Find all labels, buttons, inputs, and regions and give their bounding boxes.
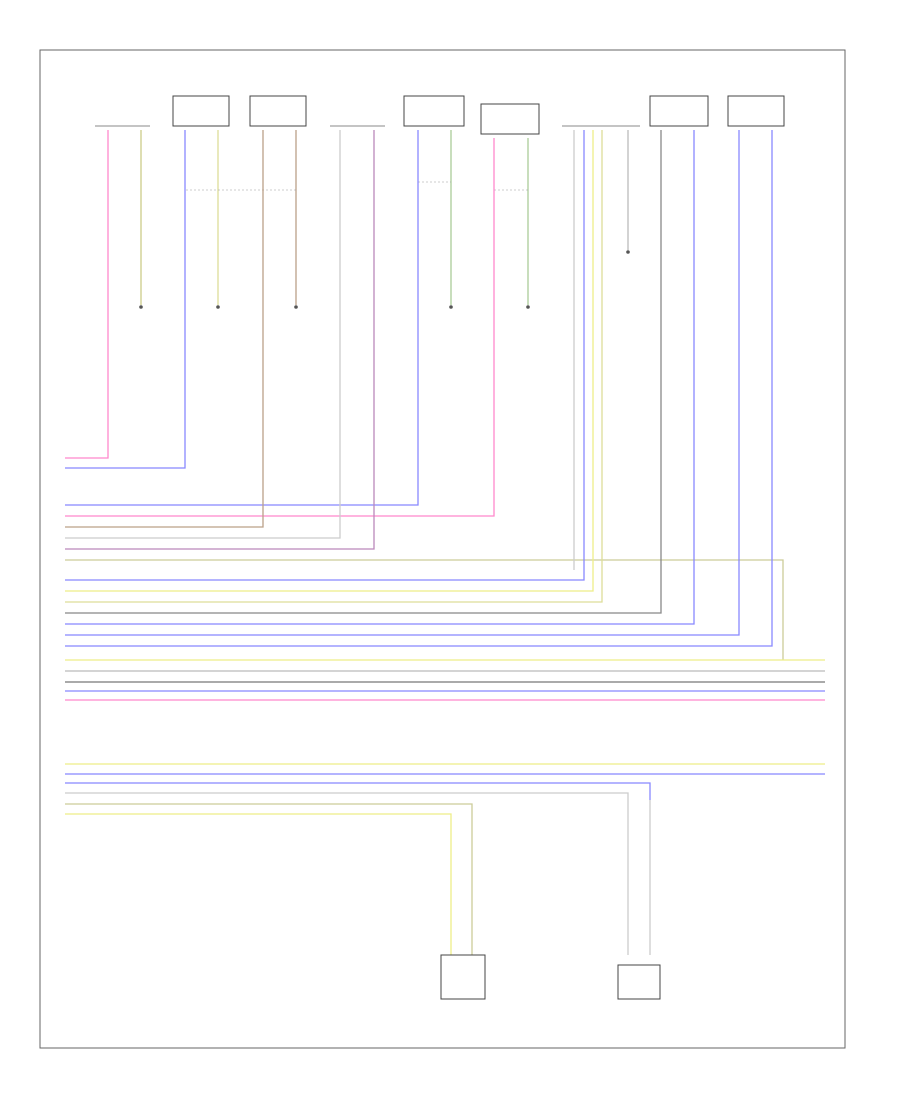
wire-dark-1	[65, 130, 662, 614]
component-box-5	[403, 95, 465, 127]
ground-point-6	[626, 250, 630, 254]
wire-khaki-1	[65, 559, 784, 660]
wire-khaki-2	[65, 130, 603, 603]
component-box-2	[172, 95, 230, 127]
lower-wire-khaki	[65, 803, 473, 955]
component-box-10	[440, 954, 486, 1000]
diagram-frame	[39, 49, 846, 1049]
ground-point-2	[216, 305, 220, 309]
wire-violet-6	[65, 130, 773, 647]
component-box-9	[727, 95, 785, 127]
component-box-8	[649, 95, 709, 127]
ground-point-5	[526, 305, 530, 309]
ground-point-3	[294, 305, 298, 309]
wire-violet-1	[65, 130, 186, 469]
wire-violet-2	[65, 130, 419, 506]
wire-brown-1	[65, 130, 264, 528]
lower-wire-violet-drop	[65, 782, 651, 800]
wire-violet-5	[65, 130, 740, 636]
component-box-11	[617, 964, 661, 1000]
wire-violet-4	[65, 130, 695, 625]
lower-wire-yellow-2	[65, 813, 452, 955]
wire-pink-3	[65, 130, 375, 550]
wire-violet-3	[65, 130, 585, 581]
ground-point-4	[449, 305, 453, 309]
wire-pink-1	[65, 130, 109, 459]
wire-pink-2	[65, 138, 495, 517]
wire-gray-1	[65, 130, 341, 539]
lower-wire-gray	[65, 792, 629, 955]
ground-point-1	[139, 305, 143, 309]
component-box-3	[249, 95, 307, 127]
component-box-6	[480, 103, 540, 135]
wire-yellow-1	[65, 130, 594, 592]
